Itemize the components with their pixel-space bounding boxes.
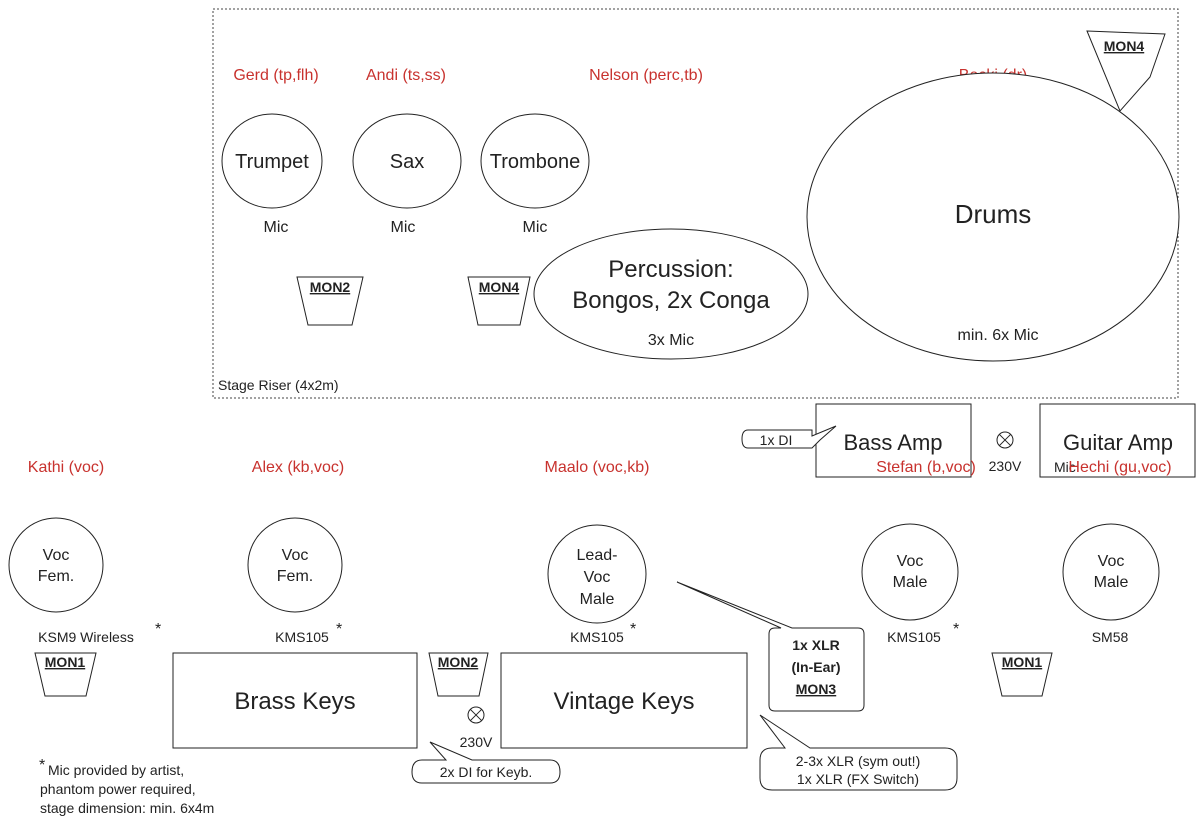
svg-text:*: * (39, 757, 45, 774)
svg-text:Voc: Voc (897, 553, 924, 570)
vocal-maalo: Lead- Voc Male KMS105 * (547, 524, 647, 645)
svg-text:Brass Keys: Brass Keys (234, 688, 355, 715)
svg-text:MON1: MON1 (1002, 654, 1043, 670)
svg-text:Voc: Voc (43, 547, 70, 564)
footnote: * Mic provided by artist, phantom power … (39, 757, 214, 816)
svg-text:Male: Male (580, 591, 615, 608)
musician-stefan: Stefan (b,voc) (876, 459, 976, 476)
svg-text:1x XLR: 1x XLR (792, 637, 839, 653)
alex-mic: KMS105 (275, 629, 329, 645)
svg-text:Voc: Voc (1098, 553, 1125, 570)
keyb-di-callout: 2x DI for Keyb. (411, 741, 561, 784)
musician-andi: Andi (ts,ss) (366, 67, 446, 84)
guitar-amp: Guitar Amp Mic (1039, 403, 1196, 478)
svg-text:stage dimension: min. 6x4m: stage dimension: min. 6x4m (40, 800, 214, 816)
monitor-mon2-riser: MON2 (296, 276, 364, 326)
musician-nelson: Nelson (perc,tb) (589, 67, 703, 84)
monitor-mon4-corner: MON4 (1086, 30, 1166, 112)
kathi-mic: KSM9 Wireless (38, 629, 134, 645)
musician-alex: Alex (kb,voc) (252, 459, 344, 476)
svg-text:230V: 230V (989, 458, 1022, 474)
svg-text:MON1: MON1 (45, 654, 86, 670)
trumpet-label: Trumpet (235, 151, 309, 173)
svg-text:230V: 230V (460, 734, 493, 750)
svg-text:Voc: Voc (282, 547, 309, 564)
vintage-xlr-callout: 2-3x XLR (sym out!) 1x XLR (FX Switch) (759, 714, 958, 791)
power-outlet-amps: 230V (989, 431, 1022, 474)
trombone-label: Trombone (490, 151, 580, 173)
vocal-kathi: Voc Fem. KSM9 Wireless * (8, 517, 161, 645)
percussion-line2: Bongos, 2x Conga (572, 287, 770, 314)
vocal-stefan: Voc Male KMS105 * (861, 523, 959, 645)
svg-text:*: * (336, 621, 342, 638)
svg-text:MON2: MON2 (310, 279, 351, 295)
svg-text:Voc: Voc (584, 569, 611, 586)
svg-text:Guitar Amp: Guitar Amp (1063, 430, 1173, 455)
vintage-keys: Vintage Keys (500, 652, 748, 749)
svg-text:phantom power required,: phantom power required, (40, 781, 196, 797)
drums-position: Drums min. 6x Mic (806, 72, 1180, 362)
vocal-hechi: Voc Male SM58 (1062, 523, 1160, 645)
svg-text:MON4: MON4 (1104, 38, 1145, 54)
percussion-line1: Percussion: (608, 256, 733, 283)
riser-label: Stage Riser (4x2m) (218, 377, 339, 393)
svg-text:MON2: MON2 (438, 654, 479, 670)
hechi-mic: SM58 (1092, 629, 1129, 645)
musician-hechi: Hechi (gu,voc) (1068, 459, 1171, 476)
drums-label: Drums (955, 199, 1032, 229)
svg-text:Male: Male (893, 574, 928, 591)
inear-callout: 1x XLR (In-Ear) MON3 (676, 581, 865, 712)
guitar-amp-mic: Mic (1054, 459, 1076, 475)
monitor-mon1-right: MON1 (991, 652, 1053, 697)
sax-mic: Mic (391, 219, 416, 236)
svg-text:*: * (630, 621, 636, 638)
musician-kathi: Kathi (voc) (28, 459, 104, 476)
svg-text:Lead-: Lead- (577, 547, 618, 564)
svg-text:MON4: MON4 (479, 279, 520, 295)
sax-position: Sax Mic (352, 113, 462, 236)
svg-text:Bass Amp: Bass Amp (843, 430, 942, 455)
svg-text:Vintage Keys: Vintage Keys (554, 688, 695, 715)
svg-text:*: * (953, 621, 959, 638)
percussion-position: Percussion: Bongos, 2x Conga 3x Mic (533, 228, 809, 360)
monitor-mon1-left: MON1 (34, 652, 97, 697)
stage-riser (212, 8, 1179, 399)
sax-label: Sax (390, 151, 424, 173)
brass-keys: Brass Keys (172, 652, 418, 749)
trombone-mic: Mic (523, 219, 548, 236)
trumpet-mic: Mic (264, 219, 289, 236)
monitor-mon4-riser: MON4 (467, 276, 531, 326)
svg-text:*: * (155, 621, 161, 638)
svg-text:1x DI: 1x DI (760, 432, 793, 448)
svg-text:(In-Ear): (In-Ear) (792, 659, 841, 675)
power-outlet-keys: 230V (460, 706, 493, 750)
svg-text:1x XLR (FX Switch): 1x XLR (FX Switch) (797, 771, 919, 787)
drums-mic: min. 6x Mic (958, 327, 1039, 344)
svg-text:2-3x XLR (sym out!): 2-3x XLR (sym out!) (796, 753, 920, 769)
svg-text:2x DI for Keyb.: 2x DI for Keyb. (440, 764, 533, 780)
percussion-mic: 3x Mic (648, 332, 694, 349)
svg-text:Fem.: Fem. (277, 568, 313, 585)
bass-di-callout: 1x DI (741, 425, 837, 449)
monitor-mon2-front: MON2 (428, 652, 489, 697)
trumpet-position: Trumpet Mic (221, 113, 323, 236)
musician-maalo: Maalo (voc,kb) (545, 459, 650, 476)
svg-text:MON3: MON3 (796, 681, 837, 697)
svg-text:Mic provided by artist,: Mic provided by artist, (48, 762, 184, 778)
vocal-alex: Voc Fem. KMS105 * (247, 517, 343, 645)
bass-amp: Bass Amp (815, 403, 972, 478)
musician-gerd: Gerd (tp,flh) (233, 67, 318, 84)
trombone-position: Trombone Mic (480, 113, 590, 236)
svg-text:Fem.: Fem. (38, 568, 74, 585)
svg-text:Male: Male (1094, 574, 1129, 591)
stefan-mic: KMS105 (887, 629, 941, 645)
maalo-mic: KMS105 (570, 629, 624, 645)
